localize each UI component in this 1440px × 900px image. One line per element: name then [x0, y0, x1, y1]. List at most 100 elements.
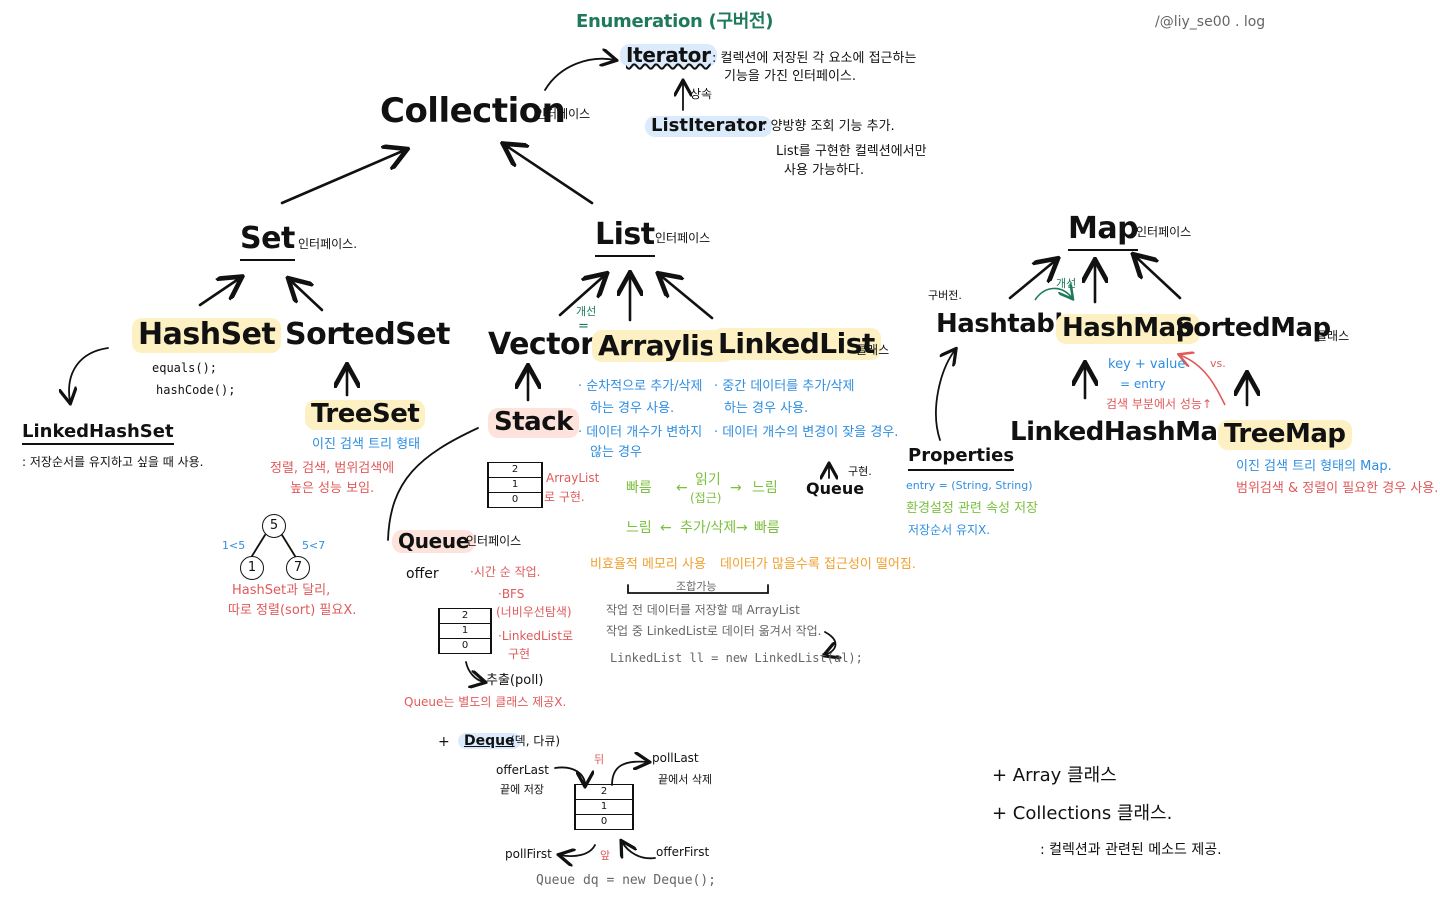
stack-diagram: 2 1 0 — [487, 462, 543, 508]
deque-front: 앞 — [600, 849, 611, 862]
queue-impl-sub: 구현. — [848, 465, 872, 478]
collection-sub: 인터페이스 — [535, 107, 591, 121]
enumeration-label: Enumeration (구버전) — [576, 11, 774, 32]
stack-cell: 2 — [489, 462, 541, 478]
linkedlist-desc-2: 하는 경우 사용. — [724, 401, 809, 416]
extra-collections: + Collections 클래스. — [992, 803, 1173, 824]
deque-cell: 2 — [576, 784, 632, 800]
queue-cell: 2 — [440, 608, 490, 624]
deque-offerlast: offerLast — [496, 763, 549, 777]
queue-sub: 인터페이스 — [466, 534, 522, 548]
perf-read: 읽기 — [695, 472, 721, 488]
vector-node: Vector — [488, 327, 595, 362]
hashmap-kv-2: = entry — [1120, 377, 1166, 391]
deque-back: 뒤 — [594, 753, 605, 766]
combine-line-2: 작업 중 LinkedList로 데이터 옮겨서 작업. — [606, 624, 822, 638]
stack-node: Stack — [488, 407, 579, 438]
iterator-desc-1: : 컬렉션에 저장된 각 요소에 접근하는 — [712, 51, 917, 66]
hashmap-kv-3: 검색 부분에서 성능↑ — [1106, 397, 1213, 411]
queue-note-1: ·시간 순 작업. — [470, 565, 541, 579]
hashtable-improve: 개선 — [1056, 277, 1077, 290]
hashmap-node: HashMap — [1056, 313, 1200, 344]
stack-note-2: 로 구현. — [544, 490, 585, 504]
deque-cell: 1 — [576, 800, 632, 815]
queue-poll: 추출(poll) — [486, 673, 544, 688]
hashset-equals: equals(); — [152, 361, 218, 375]
properties-desc-3: 저장순서 유지X. — [908, 523, 991, 537]
vector-improve: 개선 — [576, 305, 597, 318]
queue-note: Queue는 별도의 클래스 제공X. — [404, 695, 567, 709]
perf-addrm: 추가/삭제 — [680, 520, 737, 536]
deque-offerfirst: offerFirst — [656, 845, 710, 859]
properties-desc-1: entry = (String, String) — [906, 479, 1033, 492]
perf-arrow-right-2: → — [736, 520, 748, 536]
perf-fast-1: 빠름 — [626, 480, 652, 496]
properties-desc-2: 환경설정 관련 속성 저장 — [906, 501, 1038, 516]
map-sub: 인터페이스 — [1136, 225, 1192, 239]
collection-node: Collection — [380, 91, 566, 131]
listiterator-desc-3: 사용 가능하다. — [784, 163, 865, 178]
linkedhashset-desc: : 저장순서를 유지하고 싶을 때 사용. — [22, 455, 204, 469]
queue-offer: offer — [406, 566, 439, 582]
set-node: Set — [240, 221, 295, 261]
sortedmap-vs: vs. — [1210, 357, 1226, 370]
treemap-node: TreeMap — [1218, 419, 1352, 450]
arraylist-node: Arraylist — [592, 329, 735, 363]
properties-node: Properties — [908, 445, 1015, 471]
hashset-hashcode: hashCode(); — [156, 383, 236, 397]
queue-note-3: (너비우선탐색) — [496, 605, 572, 619]
linkedlist-desc-1: · 중간 데이터를 추가/삭제 — [714, 379, 855, 394]
arraylist-desc-4: 않는 경우 — [590, 445, 642, 460]
deque-plus: + — [438, 734, 450, 750]
deque-code: Queue dq = new Deque(); — [536, 873, 717, 888]
treemap-desc-2: 범위검색 & 정렬이 필요한 경우 사용. — [1236, 481, 1439, 496]
linkedlist-desc-3: · 데이터 개수의 변경이 잦을 경우. — [714, 425, 899, 440]
sortedmap-sub: 클래스 — [1316, 329, 1350, 343]
treeset-desc-blue: 이진 검색 트리 형태 — [312, 437, 421, 452]
memory-arraylist: 비효율적 메모리 사용 — [590, 557, 706, 572]
perf-slow-1: 느림 — [752, 480, 778, 496]
map-node: Map — [1068, 211, 1139, 251]
deque-pollfirst: pollFirst — [505, 847, 552, 861]
linkedlist-sub: 클래스 — [856, 343, 890, 357]
perf-slow-2: 느림 — [626, 520, 652, 536]
bst-gt: 5<7 — [302, 539, 326, 552]
deque-sub: (덱, 다큐) — [510, 734, 561, 748]
hashmap-kv-1: key + value — [1108, 357, 1186, 372]
bst-lt: 1<5 — [222, 539, 246, 552]
deque-offerlast-desc: 끝에 저장 — [500, 783, 544, 796]
memory-linkedlist: 데이터가 많을수록 접근성이 떨어짐. — [720, 557, 916, 572]
linkedhashmap-node: LinkedHashMap — [1010, 417, 1236, 447]
list-node: List — [595, 217, 655, 257]
perf-arrow-left-2: ← — [660, 520, 672, 536]
stack-cell: 1 — [489, 478, 541, 493]
arraylist-desc-2: 하는 경우 사용. — [590, 401, 675, 416]
treemap-desc-1: 이진 검색 트리 형태의 Map. — [1236, 459, 1392, 474]
perf-arrow-left-1: ← — [676, 480, 688, 496]
queue-note-2: ·BFS — [498, 587, 525, 601]
queue-diagram: 2 1 0 — [438, 608, 492, 654]
treeset-desc-red-2: 높은 성능 보임. — [290, 481, 375, 496]
hashset-node: HashSet — [132, 317, 282, 353]
combine-code: LinkedList ll = new LinkedList(al); — [610, 651, 863, 665]
listiterator-desc-2: List를 구현한 컬렉션에서만 — [776, 144, 927, 159]
queue-cell: 0 — [440, 639, 490, 654]
bst-note-1: HashSet과 달리, — [232, 583, 331, 598]
queue-cell: 1 — [440, 624, 490, 639]
extra-array: + Array 클래스 — [992, 765, 1117, 786]
perf-read-2: (접근) — [690, 491, 722, 505]
listiterator-desc-1: : 양방향 조회 기능 추가. — [762, 119, 895, 134]
arraylist-desc-3: · 데이터 개수가 변하지 — [578, 425, 703, 440]
linkedlist-node: LinkedList — [712, 327, 881, 361]
combine-title: 조합가능 — [676, 580, 717, 593]
list-sub: 인터페이스 — [655, 231, 711, 245]
treeset-desc-red-1: 정렬, 검색, 범위검색에 — [270, 461, 395, 476]
set-sub: 인터페이스. — [298, 237, 358, 251]
queue-impl-label: Queue — [806, 479, 865, 498]
sortedmap-node: SortedMap — [1175, 313, 1331, 343]
perf-arrow-right-1: → — [730, 480, 742, 496]
stack-note-1: ArrayList — [546, 471, 600, 485]
arraylist-desc-1: · 순차적으로 추가/삭제 — [578, 379, 703, 394]
combine-line-1: 작업 전 데이터를 저장할 때 ArrayList — [606, 603, 800, 617]
